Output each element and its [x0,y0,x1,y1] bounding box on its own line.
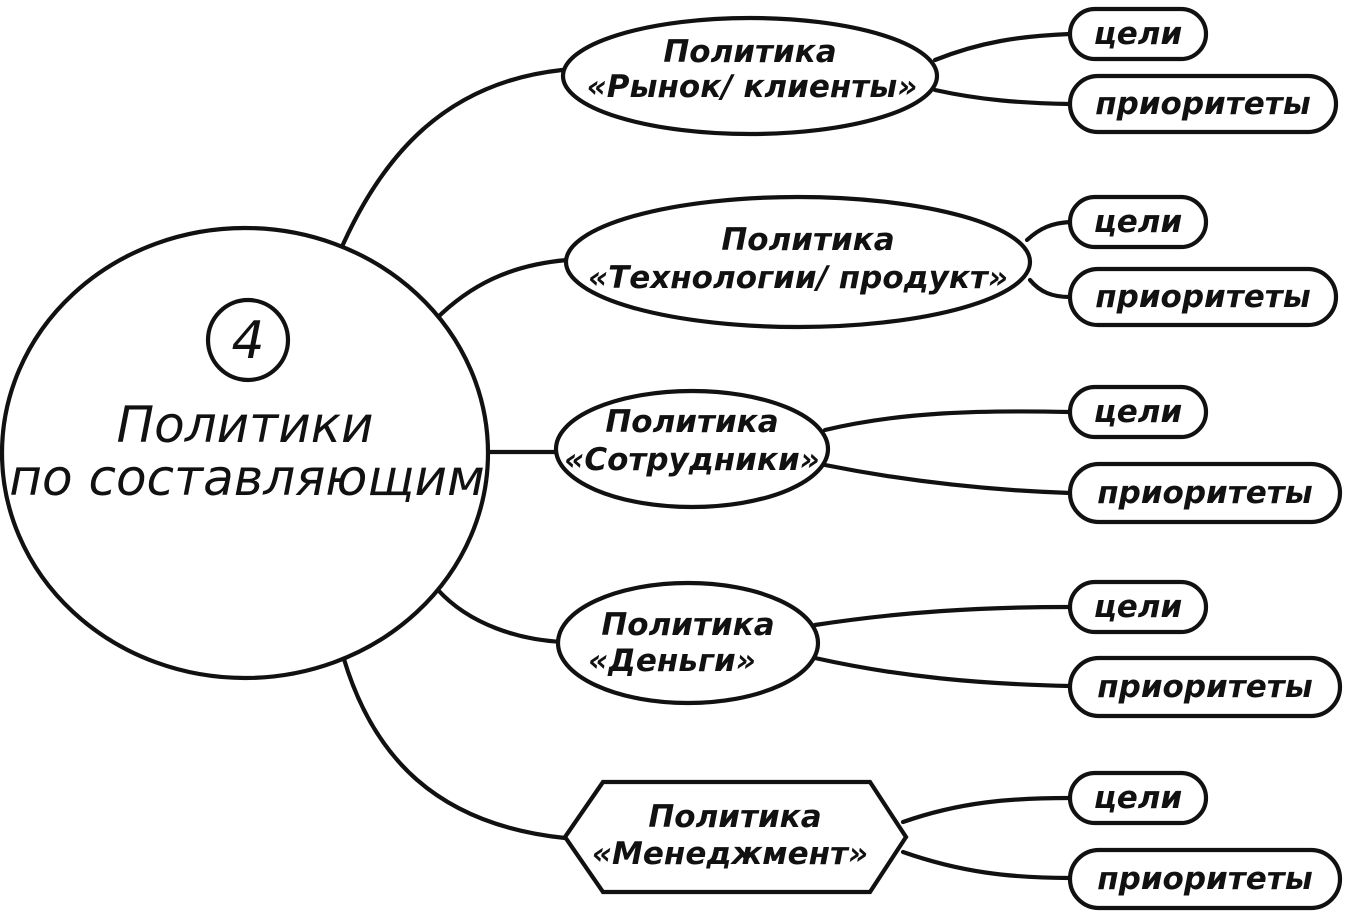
policy-money-node: Политика «Деньги» [555,580,821,706]
policy-technology-label-line1: Политика [721,222,894,258]
policy-market-node: Политика «Рынок/ клиенты» [560,15,940,137]
hub-ellipse [0,225,491,681]
hub-title-line1: Политики [117,396,374,454]
priorities-pill-2 [1067,266,1339,328]
policy-market-label-line1: Политика [663,34,836,70]
connector-hub-policy-market [330,67,565,271]
priorities-label-2: приоритеты [1095,279,1311,315]
connector-policy-technology-priorities [1027,277,1073,300]
policy-management-hexagon [562,779,909,895]
goals-pill-2 [1067,194,1209,250]
policy-management-label-line2: «Менеджмент» [592,836,868,872]
connector-policy-market-priorities [932,87,1073,107]
hub-connectors [330,67,570,841]
goals-pill-5 [1067,770,1209,826]
goals-leaves: цели цели цели цели цели [1067,6,1209,826]
policy-employees-label-line1: Политика [605,404,778,440]
policy-employees-label-line2: «Сотрудники» [564,442,820,478]
goals-label-4: цели [1094,589,1182,625]
goals-label-3: цели [1094,394,1182,430]
goals-pill-3 [1067,384,1209,440]
goals-pill-4 [1067,579,1209,635]
connector-policy-employees-priorities [822,462,1073,496]
policy-technology-node: Политика «Технологии/ продукт» [563,194,1033,330]
hub-number: 4 [231,311,264,371]
connector-policy-market-goals [932,31,1073,63]
priorities-label-4: приоритеты [1097,669,1313,705]
policy-market-label-line2: «Рынок/ клиенты» [587,69,918,105]
goals-label-1: цели [1094,16,1182,52]
connector-policy-employees-goals [822,409,1073,433]
policy-employees-ellipse [553,388,831,510]
hub-title-line2: по составляющим [9,449,484,507]
goals-pill-1 [1067,6,1209,62]
goals-label-2: цели [1094,204,1182,240]
policy-management-node: Политика «Менеджмент» [562,779,909,895]
priorities-label-1: приоритеты [1095,86,1311,122]
priorities-pill-4 [1067,655,1343,719]
priorities-pill-3 [1067,461,1343,525]
goals-label-5: цели [1094,780,1182,816]
priorities-pill-1 [1067,73,1339,135]
connector-policy-technology-goals [1024,219,1073,243]
priorities-pill-5 [1067,847,1343,911]
policy-employees-node: Политика «Сотрудники» [553,388,831,510]
connector-policy-management-priorities [900,849,1073,881]
policy-management-label-line1: Политика [648,799,821,835]
hub-number-circle [205,297,291,383]
connector-hub-policy-management [337,642,568,841]
policy-money-ellipse [555,580,821,706]
priorities-label-3: приоритеты [1097,475,1313,511]
connector-policy-management-goals [900,795,1073,825]
priorities-leaves: приоритеты приоритеты приоритеты приорит… [1067,73,1343,911]
policy-market-ellipse [560,15,940,137]
policy-money-label-line2: «Деньги» [588,643,756,679]
connector-policy-money-goals [812,604,1073,628]
policy-technology-ellipse [563,194,1033,330]
priorities-label-5: приоритеты [1097,861,1313,897]
connector-policy-money-priorities [812,655,1073,689]
hub-node: 4 Политики по составляющим [0,225,491,681]
connector-hub-policy-technology [432,257,570,323]
policy-money-label-line1: Политика [601,607,774,643]
connector-hub-policy-money [435,587,566,645]
policy-technology-label-line2: «Технологии/ продукт» [588,260,1008,296]
leaf-connectors [812,31,1073,881]
